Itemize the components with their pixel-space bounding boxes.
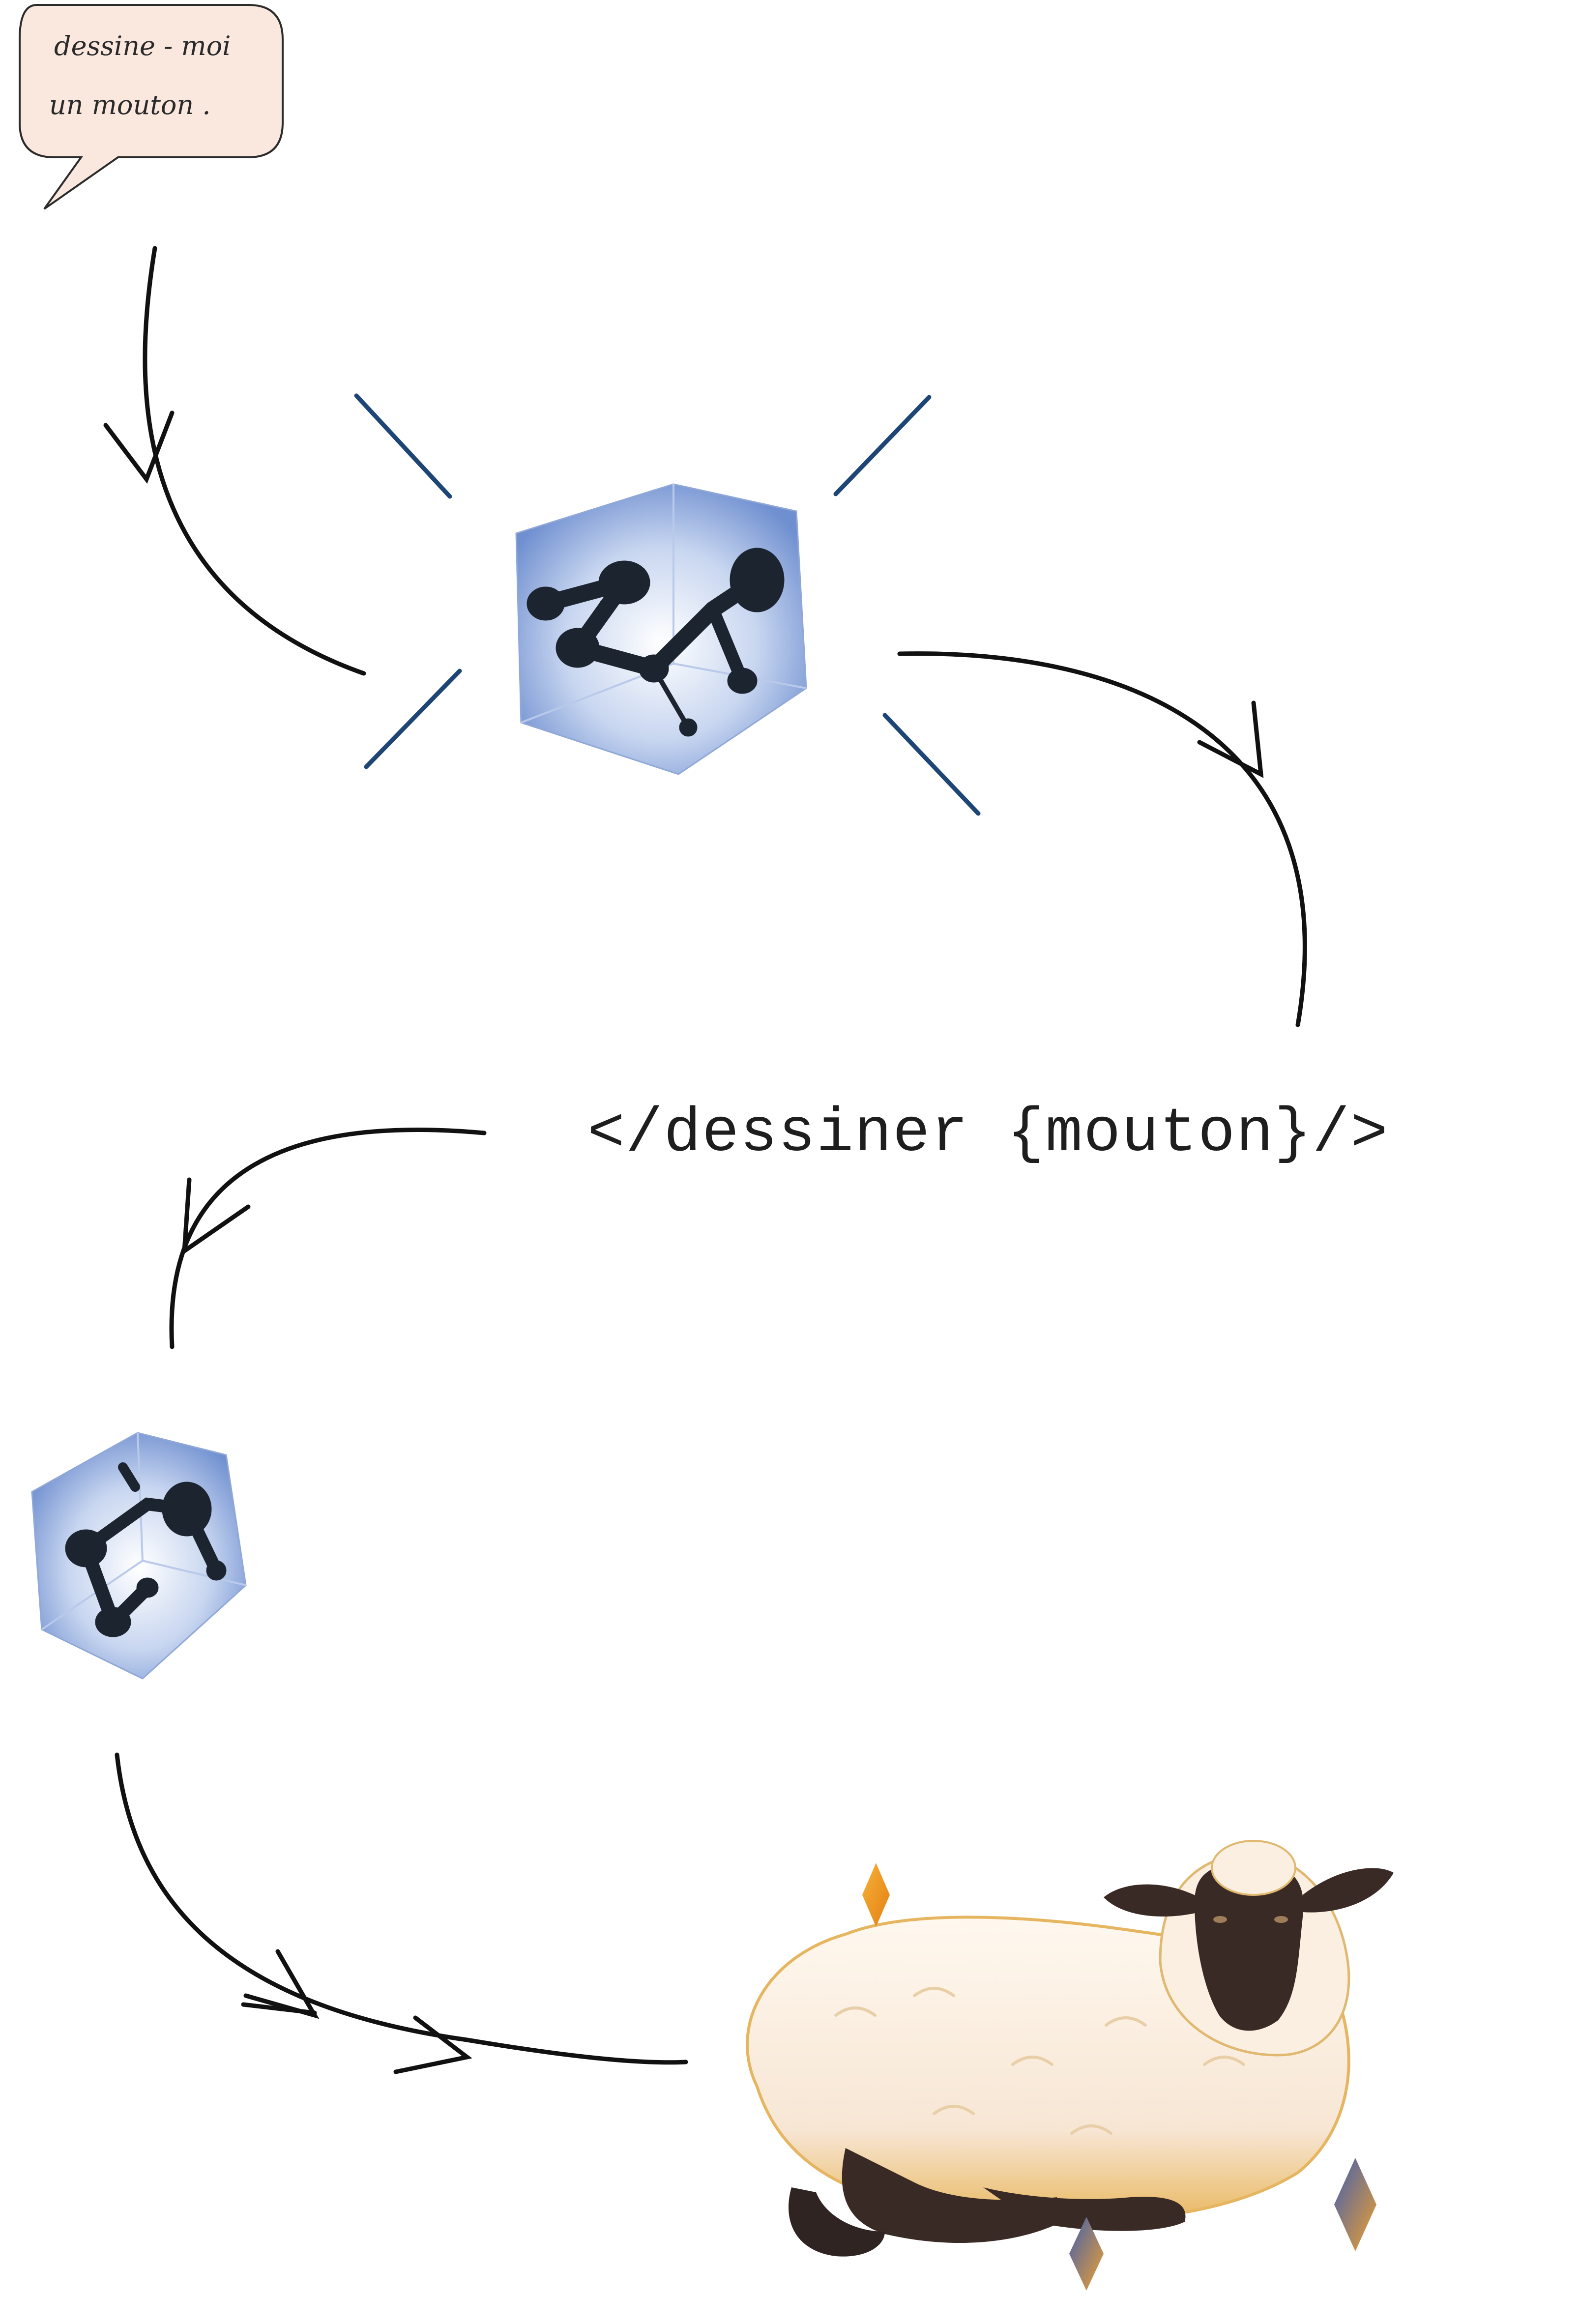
arrow-model-to-code — [897, 651, 1307, 1027]
sheep-illustration — [746, 1840, 1394, 2257]
burst-lines — [354, 393, 981, 816]
speech-bubble — [19, 4, 284, 210]
sparkle-icon — [1069, 2217, 1104, 2291]
sparkle-icon — [862, 1863, 890, 1927]
arrow-model-to-sheep — [115, 1752, 688, 2074]
sparkle-icon — [1334, 2158, 1376, 2251]
speech-bubble-line-2: un mouton . — [49, 89, 211, 120]
code-label: </dessiner {mouton}/> — [587, 1099, 1389, 1169]
speech-bubble-line-1: dessine - moi — [54, 30, 231, 61]
arrow-code-to-model — [169, 1127, 487, 1349]
model-cube-small-icon — [31, 1432, 247, 1680]
arrow-prompt-to-model — [103, 246, 366, 676]
model-cube-large-icon — [515, 483, 807, 775]
